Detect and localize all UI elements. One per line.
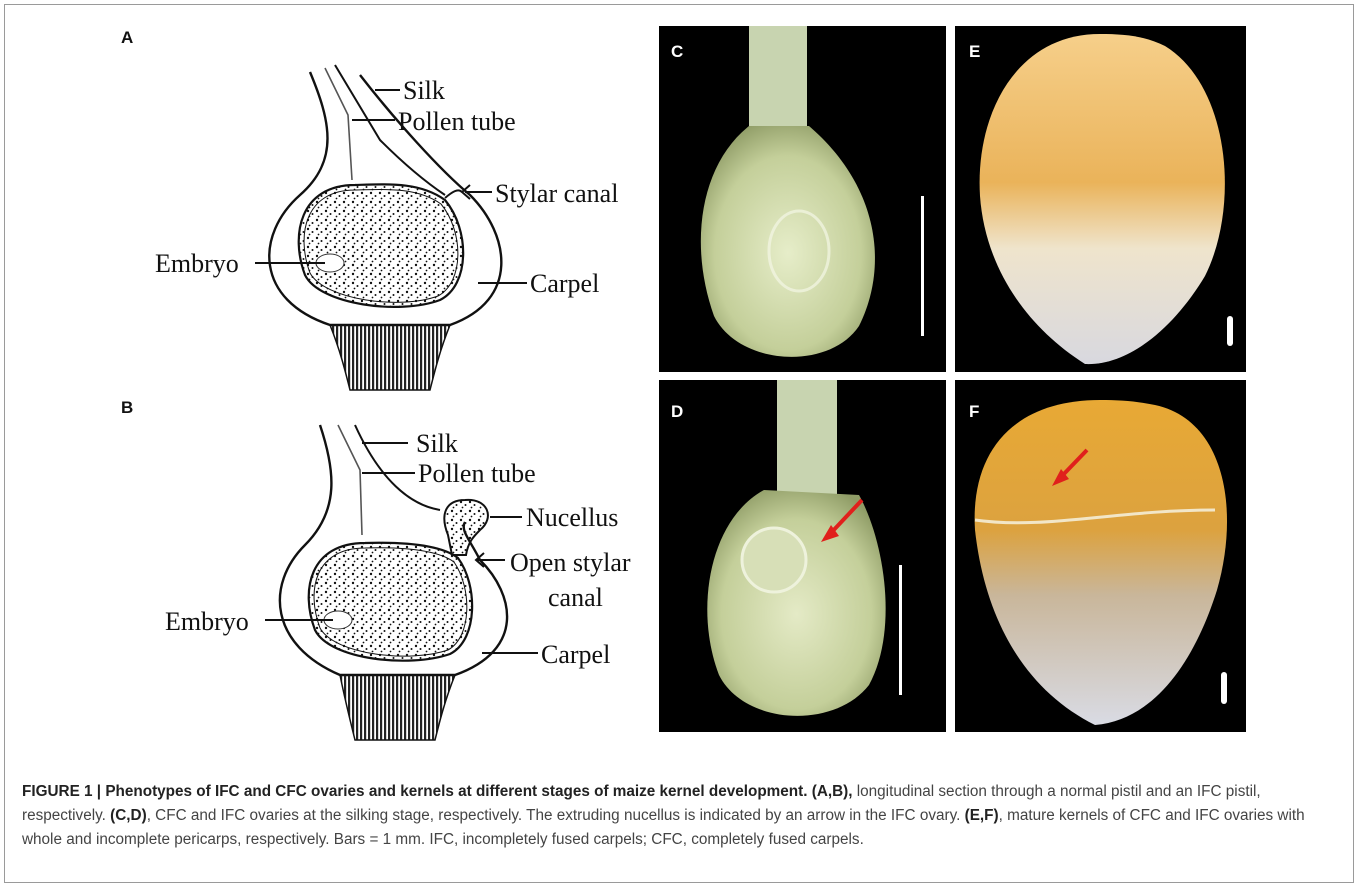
photo-e-cfc-kernel: E bbox=[955, 26, 1246, 372]
photo-f-ifc-kernel: F bbox=[955, 380, 1246, 732]
base-striated bbox=[330, 325, 450, 390]
embryo-sac-b bbox=[309, 543, 472, 661]
caption-text-cd: , CFC and IFC ovaries at the silking sta… bbox=[147, 807, 965, 824]
label-embryo-b: Embryo bbox=[165, 607, 249, 636]
label-carpel-b: Carpel bbox=[541, 640, 610, 669]
photo-c-cfc-ovary: C bbox=[659, 26, 946, 372]
panel-label-d: D bbox=[671, 402, 683, 422]
caption-ref-ef: (E,F) bbox=[965, 807, 999, 824]
label-canal-b: canal bbox=[548, 583, 603, 612]
caption-ref-ab: (A,B), bbox=[812, 783, 853, 800]
label-stylar-canal-a: Stylar canal bbox=[495, 179, 618, 208]
label-silk-a: Silk bbox=[403, 76, 445, 105]
caption-title: FIGURE 1 | Phenotypes of IFC and CFC ova… bbox=[22, 783, 807, 800]
label-carpel-a: Carpel bbox=[530, 269, 599, 298]
panel-label-f: F bbox=[969, 402, 979, 422]
caption-ref-cd: (C,D) bbox=[110, 807, 147, 824]
nucellus bbox=[444, 500, 488, 555]
diagram-a-normal-pistil: Silk Pollen tube Stylar canal Embryo Car… bbox=[0, 20, 640, 400]
base-striated-b bbox=[340, 675, 455, 740]
label-nucellus-b: Nucellus bbox=[526, 503, 618, 532]
label-pollen-tube-b: Pollen tube bbox=[418, 459, 536, 488]
label-open-stylar-b: Open stylar bbox=[510, 548, 631, 577]
label-silk-b: Silk bbox=[416, 429, 458, 458]
figure-caption: FIGURE 1 | Phenotypes of IFC and CFC ova… bbox=[22, 780, 1340, 852]
diagram-b-ifc-pistil: Silk Pollen tube Nucellus Open stylar ca… bbox=[0, 410, 660, 770]
label-embryo-a: Embryo bbox=[155, 249, 239, 278]
photo-d-ifc-ovary: D bbox=[659, 380, 946, 732]
panel-label-c: C bbox=[671, 42, 683, 62]
label-pollen-tube-a: Pollen tube bbox=[398, 107, 516, 136]
panel-label-e: E bbox=[969, 42, 980, 62]
